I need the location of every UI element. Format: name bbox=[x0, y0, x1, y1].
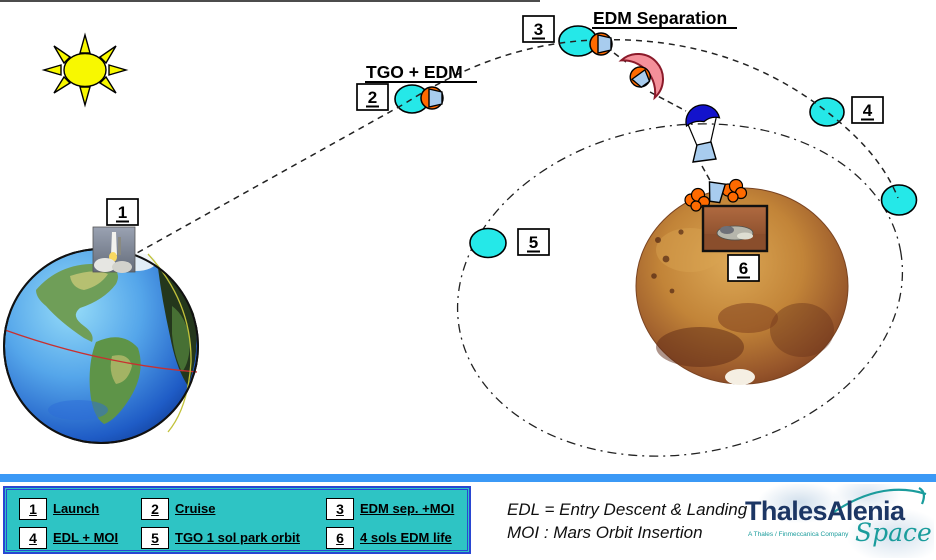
mission-diagram: 1 2 3 4 5 6 TGO + EDM ED bbox=[0, 0, 918, 457]
divider-bar bbox=[0, 474, 936, 482]
marker-number: 1 bbox=[118, 203, 127, 222]
orbit-nodes bbox=[394, 25, 918, 259]
legend-item-edm-life: 6 4 sols EDM life bbox=[326, 526, 474, 549]
logo-tagline: A Thales / Finmeccanica Company bbox=[748, 531, 849, 538]
cruise-trajectory bbox=[127, 38, 899, 259]
marker-number: 2 bbox=[368, 88, 377, 107]
legend-item-number: 6 bbox=[326, 526, 354, 549]
earth-globe bbox=[3, 248, 199, 444]
legend-box: 1 Launch 2 Cruise 3 EDM sep. +MOI 4 EDL … bbox=[3, 486, 471, 554]
retro-thruster-puffs-icon bbox=[684, 178, 748, 212]
rocket-launch-photo bbox=[92, 226, 136, 273]
legend-item-label: EDL + MOI bbox=[53, 530, 119, 545]
footer-section: 1 Launch 2 Cruise 3 EDM sep. +MOI 4 EDL … bbox=[0, 482, 936, 560]
mars-polar-cap bbox=[725, 369, 755, 385]
earth-equator-line bbox=[4, 329, 198, 373]
legend-item-label: TGO 1 sol park orbit bbox=[175, 530, 300, 545]
label-tgo-edm: TGO + EDM bbox=[366, 62, 463, 82]
marker-box-4: 4 bbox=[851, 96, 884, 124]
legend-grid: 1 Launch 2 Cruise 3 EDM sep. +MOI 4 EDL … bbox=[6, 489, 468, 551]
label-edm-separation: EDM Separation bbox=[593, 8, 727, 28]
descent-module bbox=[692, 141, 717, 163]
landing-module bbox=[708, 181, 727, 204]
earth-orbit-line bbox=[147, 253, 192, 433]
legend-item-label: 4 sols EDM life bbox=[360, 530, 452, 545]
abbreviation-definitions: EDL = Entry Descent & Landing MOI : Mars… bbox=[507, 498, 747, 544]
marker-boxes: 1 2 3 4 5 6 bbox=[106, 15, 884, 282]
abbreviation-line-edl: EDL = Entry Descent & Landing bbox=[507, 500, 748, 519]
mars-orbit-trajectory bbox=[456, 123, 904, 457]
parachute-descent-icon bbox=[685, 104, 721, 163]
lander-on-surface-photo bbox=[701, 204, 769, 253]
legend-item-edm-sep-moi: 3 EDM sep. +MOI bbox=[326, 497, 474, 520]
entry-capsule-heatshield-icon bbox=[618, 53, 664, 101]
legend-item-label: Launch bbox=[53, 501, 100, 516]
mars-globe bbox=[635, 187, 849, 385]
legend-item-number: 5 bbox=[141, 526, 169, 549]
marker-number: 6 bbox=[739, 259, 748, 278]
logo-space-text: Space bbox=[855, 518, 932, 547]
marker-box-2: 2 bbox=[356, 83, 389, 111]
thalesalenia-logo: ThalesAlenia A Thales / Finmeccanica Com… bbox=[742, 484, 934, 558]
parachute-canopy bbox=[685, 104, 721, 128]
marker-box-5: 5 bbox=[517, 228, 550, 256]
node-ellipse-5 bbox=[469, 227, 507, 259]
node-ellipse-4b bbox=[880, 184, 918, 216]
marker-box-6: 6 bbox=[727, 254, 760, 282]
logo-swoosh-icon bbox=[833, 487, 927, 513]
sun-icon bbox=[41, 32, 129, 108]
legend-item-number: 4 bbox=[19, 526, 47, 549]
legend-item-label: EDM sep. +MOI bbox=[360, 501, 455, 516]
node-ellipse-4a bbox=[809, 97, 845, 127]
marker-box-1: 1 bbox=[106, 198, 139, 226]
tgo-edm-spacecraft-icon bbox=[589, 32, 613, 56]
legend-item-number: 3 bbox=[326, 497, 354, 520]
legend-item-edl-moi: 4 EDL + MOI bbox=[19, 526, 141, 549]
marker-box-3: 3 bbox=[522, 15, 555, 43]
marker-number: 3 bbox=[534, 20, 543, 39]
legend-item-cruise: 2 Cruise bbox=[141, 497, 326, 520]
marker-number: 4 bbox=[863, 101, 873, 120]
logo-brand-text: ThalesAlenia bbox=[745, 496, 905, 526]
legend-item-label: Cruise bbox=[175, 501, 216, 516]
legend-item-number: 1 bbox=[19, 497, 47, 520]
abbreviation-line-moi: MOI : Mars Orbit Insertion bbox=[507, 523, 703, 542]
tgo-edm-spacecraft-icon bbox=[420, 86, 444, 110]
legend-item-number: 2 bbox=[141, 497, 169, 520]
marker-number: 5 bbox=[529, 233, 538, 252]
legend-item-launch: 1 Launch bbox=[19, 497, 141, 520]
legend-item-tgo-park-orbit: 5 TGO 1 sol park orbit bbox=[141, 526, 326, 549]
